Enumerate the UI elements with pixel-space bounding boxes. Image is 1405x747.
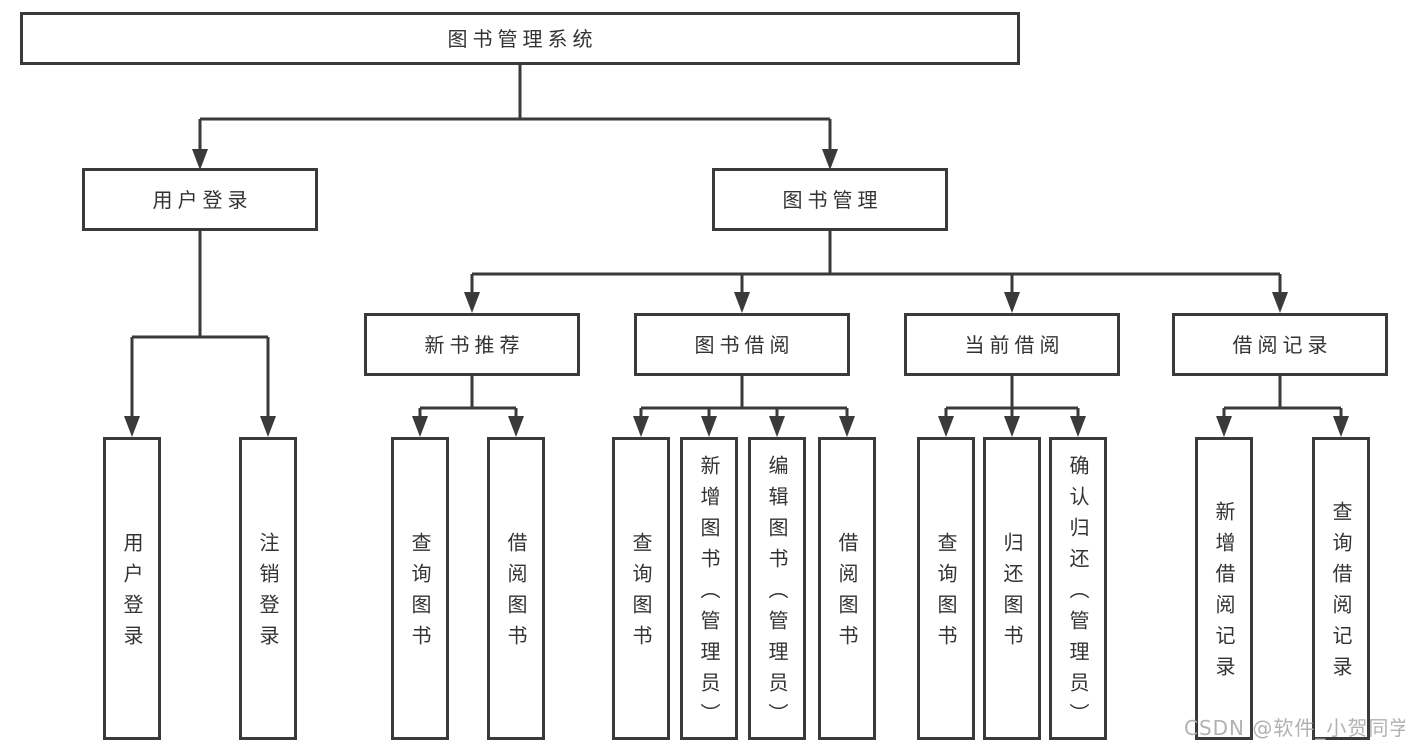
node-label: 用户登录	[120, 532, 144, 656]
node-label: 查询借阅记录	[1329, 501, 1353, 687]
node-label: 查询图书	[934, 532, 958, 656]
arrowhead	[508, 416, 524, 437]
node-label: 编辑图书（管理员）	[765, 454, 789, 734]
node-label: 借阅记录	[1232, 332, 1333, 357]
arrowhead	[701, 416, 717, 437]
arrowhead	[633, 416, 649, 437]
arrowhead	[1070, 416, 1086, 437]
leaf-logout: 注销登录	[239, 437, 297, 740]
leaf-edit-book-admin: 编辑图书（管理员）	[748, 437, 806, 740]
connector-records-to-leaves	[1216, 374, 1349, 437]
arrowhead	[1004, 292, 1020, 313]
arrowhead	[260, 416, 276, 437]
node-label: 图书管理	[782, 187, 883, 212]
node-label: 确认归还（管理员）	[1066, 454, 1090, 734]
connector-line	[470, 231, 1282, 293]
arrowhead	[1216, 416, 1232, 437]
arrowhead	[412, 416, 428, 437]
leaf-query-books-current: 查询图书	[917, 437, 975, 740]
leaf-add-book-admin: 新增图书（管理员）	[680, 437, 738, 740]
node-label: 图书管理系统	[447, 26, 598, 51]
arrowhead	[1004, 416, 1020, 437]
arrowhead	[822, 149, 838, 170]
connector-line	[198, 65, 832, 150]
node-label: 当前借阅	[964, 332, 1065, 357]
csdn-watermark: CSDN @软件_小贺同学	[1184, 716, 1405, 740]
connector-root-to-level2	[192, 65, 838, 170]
node-label: 注销登录	[256, 532, 280, 656]
node-root: 图书管理系统	[20, 12, 1020, 65]
node-label: 新增图书（管理员）	[697, 454, 721, 734]
leaf-return-books: 归还图书	[983, 437, 1041, 740]
leaf-borrow-books-recommend: 借阅图书	[487, 437, 545, 740]
arrowhead	[192, 149, 208, 170]
node-label: 借阅图书	[835, 532, 859, 656]
node-label: 新书推荐	[424, 332, 525, 357]
node-label: 新增借阅记录	[1212, 501, 1236, 687]
connector-line	[1222, 374, 1343, 417]
leaf-borrow-books: 借阅图书	[818, 437, 876, 740]
node-label: 查询图书	[408, 532, 432, 656]
arrowhead	[124, 416, 140, 437]
arrowhead	[1272, 292, 1288, 313]
arrowhead	[938, 416, 954, 437]
connector-userlogin-to-leaves	[124, 231, 276, 437]
leaf-query-borrow-record: 查询借阅记录	[1312, 437, 1370, 740]
node-label: 用户登录	[152, 187, 253, 212]
node-label: 查询图书	[629, 532, 653, 656]
connector-line	[639, 374, 849, 417]
node-book-management: 图书管理	[712, 168, 948, 231]
node-current-borrowing: 当前借阅	[904, 313, 1120, 376]
connector-line	[130, 231, 270, 417]
node-label: 图书借阅	[694, 332, 795, 357]
node-new-book-recommend: 新书推荐	[364, 313, 580, 376]
connector-borrow-to-leaves	[633, 374, 855, 437]
arrowhead	[839, 416, 855, 437]
leaf-query-books-borrow: 查询图书	[612, 437, 670, 740]
arrowhead	[464, 292, 480, 313]
leaf-confirm-return-admin: 确认归还（管理员）	[1049, 437, 1107, 740]
connector-current-to-leaves	[938, 374, 1086, 437]
arrowhead	[734, 292, 750, 313]
leaf-add-borrow-record: 新增借阅记录	[1195, 437, 1253, 740]
node-label: 归还图书	[1000, 532, 1024, 656]
leaf-user-login: 用户登录	[103, 437, 161, 740]
node-user-login: 用户登录	[82, 168, 318, 231]
connector-line	[944, 374, 1080, 417]
node-book-borrowing: 图书借阅	[634, 313, 850, 376]
connector-bookmgmt-to-level3	[464, 231, 1288, 313]
arrowhead	[769, 416, 785, 437]
node-borrowing-records: 借阅记录	[1172, 313, 1388, 376]
connector-line	[418, 374, 518, 417]
connector-newbook-to-leaves	[412, 374, 524, 437]
arrowhead	[1333, 416, 1349, 437]
leaf-query-books-recommend: 查询图书	[391, 437, 449, 740]
node-label: 借阅图书	[504, 532, 528, 656]
